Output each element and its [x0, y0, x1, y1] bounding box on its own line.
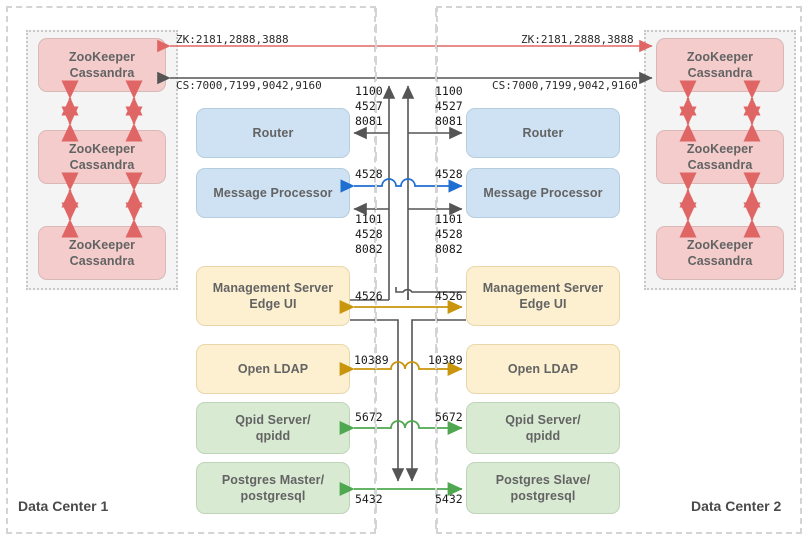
qpid-left-port-label: 5672 [355, 410, 383, 424]
node-label-line2: qpidd [255, 429, 291, 443]
cs-left-port-label: CS:7000,7199,9042,9160 [176, 79, 322, 92]
node-label-line1: Management Server [212, 280, 334, 295]
node-label-line1: ZooKeeper [686, 237, 754, 252]
node-label-line1: Postgres Master/ [221, 472, 325, 487]
dc1-router[interactable]: Router [196, 108, 350, 158]
node-label-line2: Cassandra [69, 254, 135, 268]
datacenter-2-label: Data Center 2 [691, 498, 782, 514]
ldap-left-port-label: 10389 [354, 353, 389, 367]
dc1-zookeeper-cassandra-1[interactable]: ZooKeeper Cassandra [38, 38, 166, 92]
node-label-line2: postgresql [510, 489, 576, 503]
datacenter-2-boundary [436, 6, 802, 534]
node-label-line1: Router [252, 125, 294, 140]
dc1-management-server-edge-ui[interactable]: Management Server Edge UI [196, 266, 350, 326]
zk-right-port-label: ZK:2181,2888,3888 [521, 33, 634, 46]
mp-bottom-right-port-label: 1101 4528 8082 [435, 212, 463, 256]
node-label-line2: Edge UI [519, 297, 567, 311]
dc1-zookeeper-cassandra-2[interactable]: ZooKeeper Cassandra [38, 130, 166, 184]
dc1-zookeeper-cassandra-3[interactable]: ZooKeeper Cassandra [38, 226, 166, 280]
node-label-line1: ZooKeeper [68, 237, 136, 252]
router-left-port-label: 1100 4527 8081 [355, 84, 383, 128]
node-label-line2: postgresql [240, 489, 306, 503]
node-label-line1: Open LDAP [507, 361, 579, 376]
ldap-right-port-label: 10389 [428, 353, 463, 367]
dc1-qpid-server[interactable]: Qpid Server/ qpidd [196, 402, 350, 454]
node-label-line2: Cassandra [69, 66, 135, 80]
node-label-line2: Cassandra [687, 158, 753, 172]
mp-top-left-port-label: 4528 [355, 167, 383, 181]
node-label-line1: Message Processor [483, 185, 603, 200]
dc2-zookeeper-cassandra-2[interactable]: ZooKeeper Cassandra [656, 130, 784, 184]
node-label-line1: Open LDAP [237, 361, 309, 376]
dc2-zookeeper-cassandra-1[interactable]: ZooKeeper Cassandra [656, 38, 784, 92]
dc2-open-ldap[interactable]: Open LDAP [466, 344, 620, 394]
dc2-qpid-server[interactable]: Qpid Server/ qpidd [466, 402, 620, 454]
datacenter-1-label: Data Center 1 [18, 498, 109, 514]
postgres-right-port-label: 5432 [435, 492, 463, 506]
node-label-line1: Router [522, 125, 564, 140]
dc2-postgres-slave[interactable]: Postgres Slave/ postgresql [466, 462, 620, 514]
postgres-left-port-label: 5432 [355, 492, 383, 506]
mp-bottom-left-port-label: 1101 4528 8082 [355, 212, 383, 256]
node-label-line1: Management Server [482, 280, 604, 295]
node-label-line1: Postgres Slave/ [495, 472, 591, 487]
node-label-line1: Message Processor [213, 185, 333, 200]
dc1-open-ldap[interactable]: Open LDAP [196, 344, 350, 394]
zk-left-port-label: ZK:2181,2888,3888 [176, 33, 289, 46]
mp-top-right-port-label: 4528 [435, 167, 463, 181]
dc2-zookeeper-cassandra-3[interactable]: ZooKeeper Cassandra [656, 226, 784, 280]
mgmt-left-port-label: 4526 [355, 289, 383, 303]
node-label-line2: Cassandra [687, 66, 753, 80]
node-label-line2: Edge UI [249, 297, 297, 311]
node-label-line1: Qpid Server/ [235, 412, 311, 427]
qpid-right-port-label: 5672 [435, 410, 463, 424]
node-label-line1: ZooKeeper [686, 49, 754, 64]
mgmt-right-port-label: 4526 [435, 289, 463, 303]
node-label-line2: Cassandra [69, 158, 135, 172]
dc2-router[interactable]: Router [466, 108, 620, 158]
node-label-line1: ZooKeeper [68, 49, 136, 64]
router-right-port-label: 1100 4527 8081 [435, 84, 463, 128]
node-label-line1: ZooKeeper [68, 141, 136, 156]
dc1-postgres-master[interactable]: Postgres Master/ postgresql [196, 462, 350, 514]
cs-right-port-label: CS:7000,7199,9042,9160 [492, 79, 638, 92]
dc1-message-processor[interactable]: Message Processor [196, 168, 350, 218]
node-label-line1: ZooKeeper [686, 141, 754, 156]
node-label-line2: qpidd [525, 429, 561, 443]
dc2-message-processor[interactable]: Message Processor [466, 168, 620, 218]
node-label-line1: Qpid Server/ [505, 412, 581, 427]
dc2-management-server-edge-ui[interactable]: Management Server Edge UI [466, 266, 620, 326]
node-label-line2: Cassandra [687, 254, 753, 268]
